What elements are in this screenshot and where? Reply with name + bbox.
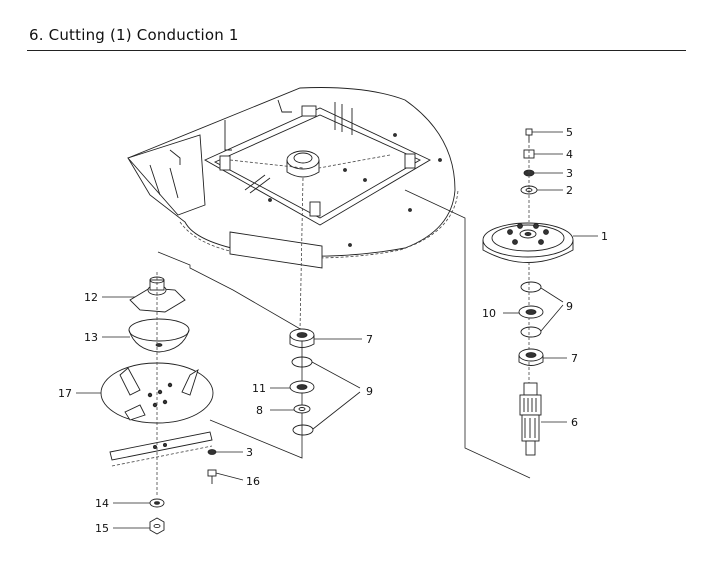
callout-13: 13 xyxy=(84,331,98,344)
routing-line-left xyxy=(157,251,303,459)
callout-7-center: 7 xyxy=(366,333,373,346)
collar xyxy=(293,404,311,414)
callout-9-center: 9 xyxy=(366,385,373,398)
circlip-right-lower xyxy=(520,326,542,338)
callout-3-left: 3 xyxy=(246,446,253,459)
spring-washer-left xyxy=(207,449,217,455)
routing-line-right xyxy=(404,189,531,479)
callout-11: 11 xyxy=(252,382,266,395)
blade-cup xyxy=(128,318,190,353)
callout-5: 5 xyxy=(566,126,573,139)
spindle-shaft xyxy=(519,382,542,456)
leader-lines xyxy=(76,131,598,529)
page-title: 6. Cutting (1) Conduction 1 xyxy=(29,26,239,44)
callout-1: 1 xyxy=(601,230,608,243)
callout-15: 15 xyxy=(95,522,109,535)
circlip-center-lower xyxy=(292,424,314,436)
bearing-center xyxy=(289,328,315,348)
callout-12: 12 xyxy=(84,291,98,304)
bearing-right-upper xyxy=(518,305,544,319)
callout-9-right: 9 xyxy=(566,300,573,313)
bearing-right xyxy=(518,348,544,366)
callout-4: 4 xyxy=(566,148,573,161)
bolt-left xyxy=(207,469,217,484)
washer-bottom xyxy=(149,498,165,508)
title-underline xyxy=(27,50,686,51)
callout-6: 6 xyxy=(571,416,578,429)
callout-7-right: 7 xyxy=(571,352,578,365)
callout-2: 2 xyxy=(566,184,573,197)
callout-14: 14 xyxy=(95,497,109,510)
callout-3-right: 3 xyxy=(566,167,573,180)
bearing-center-lower xyxy=(289,380,315,394)
callout-8: 8 xyxy=(256,404,263,417)
callout-17: 17 xyxy=(58,387,72,400)
nut-bottom xyxy=(149,517,165,535)
blade-holder xyxy=(129,276,186,313)
blade-bar xyxy=(109,431,213,467)
circlip-right-upper xyxy=(520,281,542,293)
mower-deck xyxy=(127,87,459,331)
pulley xyxy=(482,222,574,263)
callout-10: 10 xyxy=(482,307,496,320)
callout-16: 16 xyxy=(246,475,260,488)
